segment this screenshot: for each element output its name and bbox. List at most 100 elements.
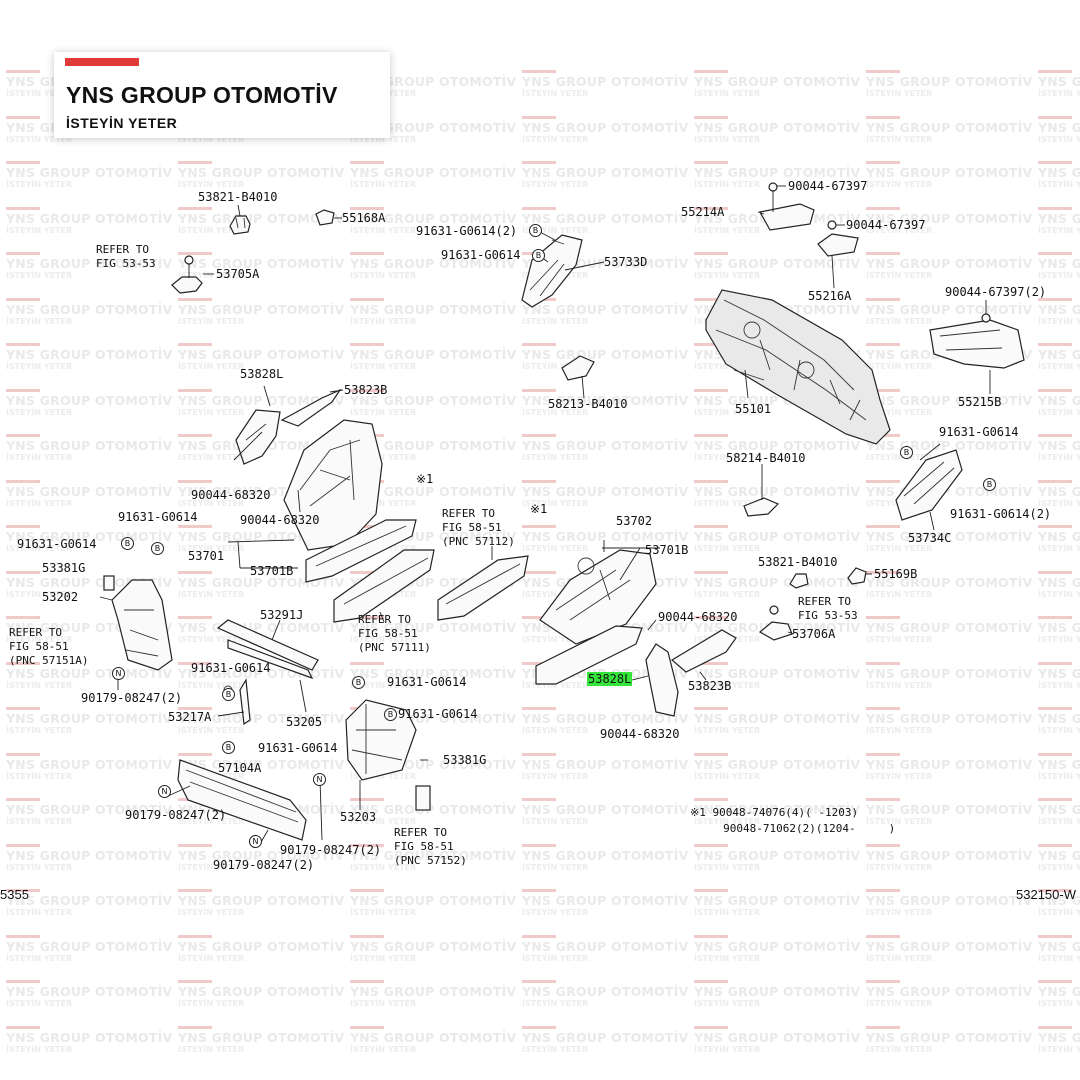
note-mark: ※1 xyxy=(530,502,548,516)
part-label: 53381G xyxy=(443,753,487,767)
nut-n-symbol: N xyxy=(313,773,326,786)
part-label: 53702 xyxy=(616,514,653,528)
part-55214A xyxy=(757,182,815,231)
part-53202 xyxy=(99,575,173,690)
part-label: 91631-G0614 xyxy=(17,537,97,551)
part-label: 91631-G0614(2) xyxy=(950,507,1052,521)
part-label: 90044-67397 xyxy=(788,179,868,193)
part-label: 90044-67397 xyxy=(846,218,926,232)
part-label: 91631-G0614(2) xyxy=(416,224,518,238)
part-55168A xyxy=(315,209,342,226)
part-label: 53733D xyxy=(604,255,648,269)
brand-name: YNS GROUP OTOMOTİV xyxy=(66,82,338,108)
part-label: 53701B xyxy=(250,564,294,578)
brand-logo-box: YNS GROUP OTOMOTİV İSTEYİN YETER xyxy=(54,52,390,138)
part-label: 91631-G0614 xyxy=(118,510,198,524)
part-label: 91631-G0614 xyxy=(441,248,521,262)
bolt-b-symbol: B xyxy=(222,741,235,754)
part-53821-right-clip xyxy=(789,573,809,589)
bolt-b-symbol: B xyxy=(222,688,235,701)
part-55215B xyxy=(929,300,1025,394)
part-label: 55216A xyxy=(808,289,852,303)
figure-code-right: 532150-W xyxy=(1016,887,1076,902)
part-label: 55168A xyxy=(342,211,386,225)
part-53702-apron xyxy=(535,540,660,685)
part-label: 91631-G0614 xyxy=(258,741,338,755)
part-label: 55169B xyxy=(874,567,918,581)
nut-n-symbol: N xyxy=(112,667,125,680)
part-53701-apron xyxy=(233,419,383,551)
part-53823B-lower xyxy=(670,629,737,681)
part-label: 53828L xyxy=(240,367,284,381)
part-label: 53821-B4010 xyxy=(758,555,838,569)
highlighted-part-number: 53828L xyxy=(587,672,633,686)
brand-tagline: İSTEYİN YETER xyxy=(66,115,178,131)
part-label: 58214-B4010 xyxy=(726,451,806,465)
part-label: 53203 xyxy=(340,810,377,824)
bolt-b-symbol: B xyxy=(532,249,545,262)
brand-accent-bar xyxy=(65,58,139,66)
part-label: 90044-67397(2) xyxy=(945,285,1047,299)
part-53705A xyxy=(171,255,214,294)
part-55216A xyxy=(817,220,859,289)
part-53701B-left xyxy=(227,519,417,583)
part-label: 90044-68320 xyxy=(600,727,680,741)
refer-note: REFER TO FIG 53-53 xyxy=(798,595,858,622)
bolt-b-symbol: B xyxy=(983,478,996,491)
part-label: 53823B xyxy=(344,383,388,397)
part-55101-dash-panel xyxy=(705,289,891,445)
part-label: 53734C xyxy=(908,531,952,545)
part-label: 53821-B4010 xyxy=(198,190,278,204)
part-label: 90179-08247(2) xyxy=(280,843,382,857)
part-57112-rail xyxy=(333,549,435,623)
part-label: 90179-08247(2) xyxy=(213,858,315,872)
refer-note: REFER TO FIG 58-51 (PNC 57112) xyxy=(442,507,515,548)
part-label: 58213-B4010 xyxy=(548,397,628,411)
bolt-b-symbol: B xyxy=(352,676,365,689)
part-label: 55101 xyxy=(735,402,772,416)
part-53706A xyxy=(758,605,795,641)
bolt-b-symbol: B xyxy=(529,224,542,237)
part-label: 53205 xyxy=(286,715,323,729)
part-53828L-lower xyxy=(631,619,679,717)
bolt-b-symbol: B xyxy=(900,446,913,459)
part-rail-right xyxy=(437,546,529,621)
part-53734C xyxy=(895,443,963,531)
part-label: 53202 xyxy=(42,590,79,604)
part-label: 57104A xyxy=(218,761,262,775)
part-label: 90179-08247(2) xyxy=(125,808,227,822)
part-53828L-upper xyxy=(235,385,281,465)
part-53821-clip xyxy=(229,204,251,235)
part-label: 53823B xyxy=(688,679,732,693)
footnote-line-2: 90048-71062(2)(1204- ) xyxy=(690,822,896,835)
refer-note: REFER TO FIG 58-51 (PNC 57111) xyxy=(358,613,431,654)
note-mark: ※1 xyxy=(416,472,434,486)
part-53291J xyxy=(216,619,319,713)
part-53203 xyxy=(319,699,431,841)
part-53733D xyxy=(521,231,605,308)
part-55169B xyxy=(847,567,872,585)
part-label: 90044-68320 xyxy=(658,610,738,624)
part-label: 91631-G0614 xyxy=(398,707,478,721)
part-label: 53701B xyxy=(645,543,689,557)
part-label: 91631-G0614 xyxy=(939,425,1019,439)
part-53217A xyxy=(217,678,251,726)
nut-n-symbol: N xyxy=(158,785,171,798)
refer-note: REFER TO FIG 53-53 xyxy=(96,243,156,270)
part-label: 91631-G0614 xyxy=(387,675,467,689)
part-label: 53706A xyxy=(792,627,836,641)
part-57104A xyxy=(167,759,307,845)
refer-note: REFER TO FIG 58-51 (PNC 57152) xyxy=(394,826,467,867)
part-label: 90044-68320 xyxy=(191,488,271,502)
part-label: 53217A xyxy=(168,710,212,724)
part-label-highlighted: 53828L xyxy=(587,672,633,686)
part-label: 90044-68320 xyxy=(240,513,320,527)
part-label: 90179-08247(2) xyxy=(81,691,183,705)
part-label: 53291J xyxy=(260,608,304,622)
bolt-b-symbol: B xyxy=(384,708,397,721)
bolt-b-symbol: B xyxy=(151,542,164,555)
footnote-line-1: ※1 90048-74076(4)( -1203) xyxy=(690,806,859,819)
part-58213 xyxy=(561,355,595,399)
refer-note: REFER TO FIG 58-51 (PNC 57151A) xyxy=(9,626,89,667)
part-label: 53381G xyxy=(42,561,86,575)
